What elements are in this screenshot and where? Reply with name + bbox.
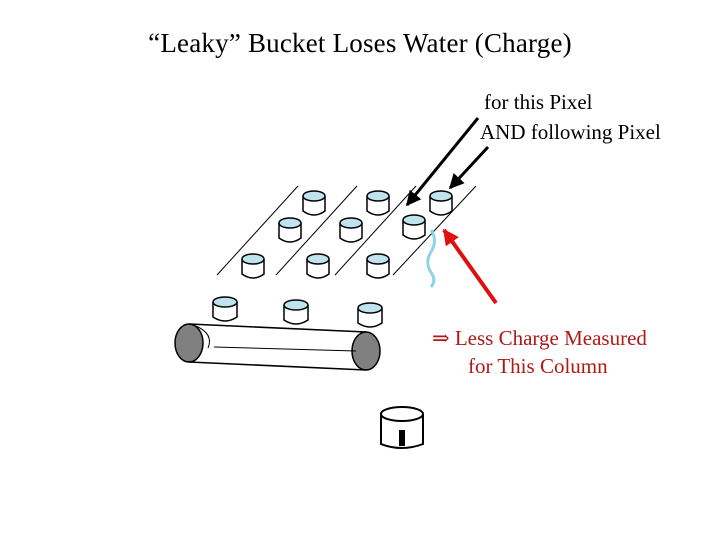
conveyor-belt — [174, 323, 381, 371]
annotation-this-pixel: for this Pixel — [484, 90, 593, 114]
pixel-bucket-grid — [241, 190, 453, 279]
output-bucket — [380, 406, 424, 449]
result-text: ⇒ Less Charge Measured for This Column — [432, 324, 647, 380]
conveyor-right-roller — [351, 331, 381, 371]
pixel-bucket — [429, 190, 453, 216]
column-lines — [216, 185, 477, 276]
pixel-bucket — [366, 190, 390, 216]
conveyor-left-roller — [174, 323, 204, 363]
leaking-water — [426, 229, 436, 288]
output-bucket-level — [399, 430, 405, 446]
belt-bucket — [212, 296, 238, 322]
pixel-bucket — [339, 217, 363, 243]
belt-bucket — [357, 302, 383, 328]
pixel-bucket — [366, 253, 390, 279]
arrow-leak-red — [442, 228, 498, 305]
annotation-following-pixel: AND following Pixel — [480, 120, 661, 144]
belt-buckets — [212, 296, 383, 328]
result-line-2: for This Column — [468, 354, 608, 378]
pixel-bucket — [306, 253, 330, 279]
implies-symbol: ⇒ — [432, 326, 450, 350]
pixel-bucket — [302, 190, 326, 216]
slide-title: “Leaky” Bucket Loses Water (Charge) — [148, 28, 572, 58]
pixel-bucket — [402, 214, 426, 240]
result-line-1: Less Charge Measured — [454, 326, 647, 350]
pixel-bucket — [278, 217, 302, 243]
pixel-bucket — [241, 253, 265, 279]
arrow-following-pixel — [448, 145, 490, 190]
belt-bucket — [283, 299, 309, 325]
arrow-this-pixel — [405, 117, 480, 207]
